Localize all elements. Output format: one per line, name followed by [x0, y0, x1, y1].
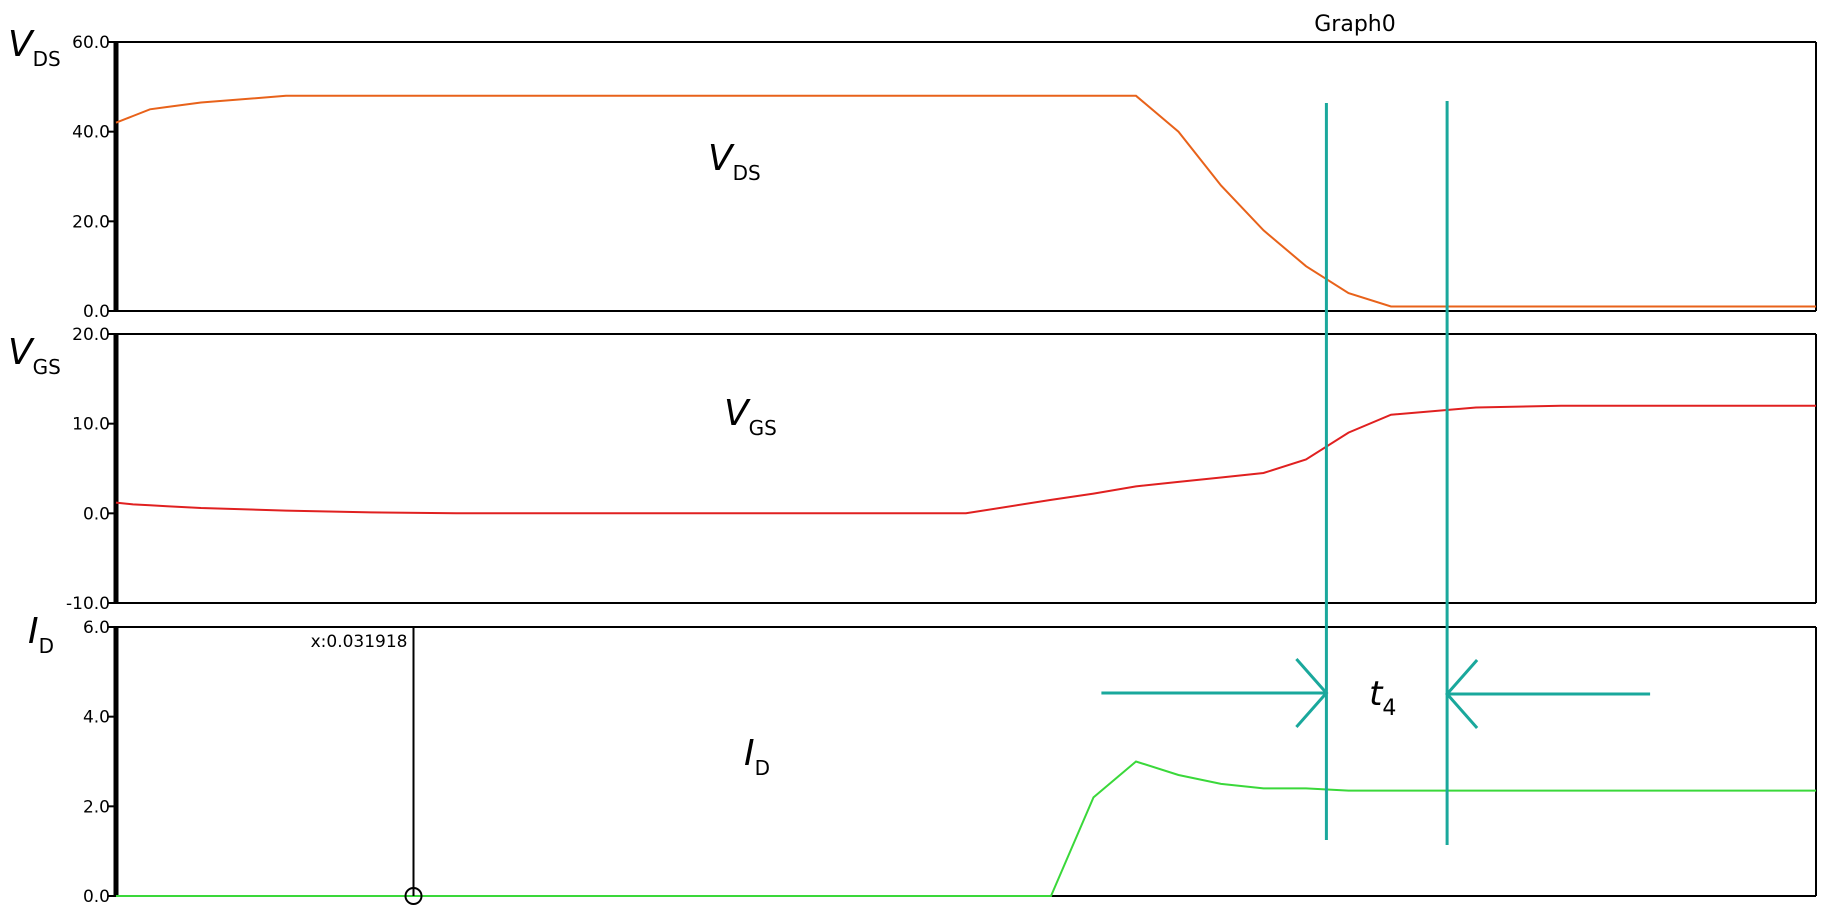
series-label-sub: GS [749, 416, 777, 440]
y-tick-label: 60.0 [72, 33, 110, 53]
y-tick-label: -10.0 [66, 594, 110, 614]
y-tick-label: 0.0 [83, 504, 110, 524]
y-axis-label-main: V [8, 332, 35, 373]
y-axis-label-sub: GS [33, 355, 61, 379]
series-line [116, 760, 1816, 897]
series-label-main: I [744, 733, 755, 774]
y-axis-label-sub: DS [33, 47, 61, 71]
series-label: VGS [724, 393, 777, 440]
y-axis-label-sub: D [39, 634, 54, 658]
series-label-main: V [724, 393, 751, 434]
y-axis-label-main: I [28, 611, 39, 652]
series-label-sub: D [755, 756, 770, 780]
series-line [115, 404, 1816, 515]
cursor-label: x:0.031918 [311, 632, 408, 652]
y-tick-label: 4.0 [83, 708, 110, 728]
chart-title: Graph0 [1314, 12, 1395, 37]
y-axis-label: ID [28, 611, 54, 658]
cursor-marker-icon[interactable] [404, 887, 423, 905]
y-tick-label: 40.0 [72, 123, 110, 143]
series-label-sub: DS [733, 161, 761, 185]
t4-label-sub: 4 [1382, 696, 1396, 721]
y-tick-label: 0.0 [83, 887, 110, 907]
y-tick-label: 6.0 [83, 618, 110, 638]
y-axis-label: VGS [8, 332, 61, 379]
panels-layer: 0.020.040.060.0VDSVDS-10.00.010.020.0VGS… [8, 24, 1817, 907]
y-tick-label: 0.0 [83, 302, 110, 322]
y-tick-label: 2.0 [83, 797, 110, 817]
y-tick-label: 20.0 [72, 325, 110, 345]
series-label: ID [744, 733, 770, 780]
t4-annotation: t4 [1101, 101, 1651, 845]
series-line [115, 94, 1816, 308]
cursor[interactable]: x:0.031918 [311, 628, 423, 905]
y-axis-label: VDS [8, 24, 61, 71]
y-tick-label: 20.0 [72, 212, 110, 232]
series-label-main: V [708, 138, 735, 179]
y-tick-label: 10.0 [72, 415, 110, 435]
y-axis-label-main: V [8, 24, 35, 65]
t4-label: t4 [1369, 674, 1396, 721]
series-label: VDS [708, 138, 761, 185]
t4-label-main: t [1369, 674, 1384, 714]
